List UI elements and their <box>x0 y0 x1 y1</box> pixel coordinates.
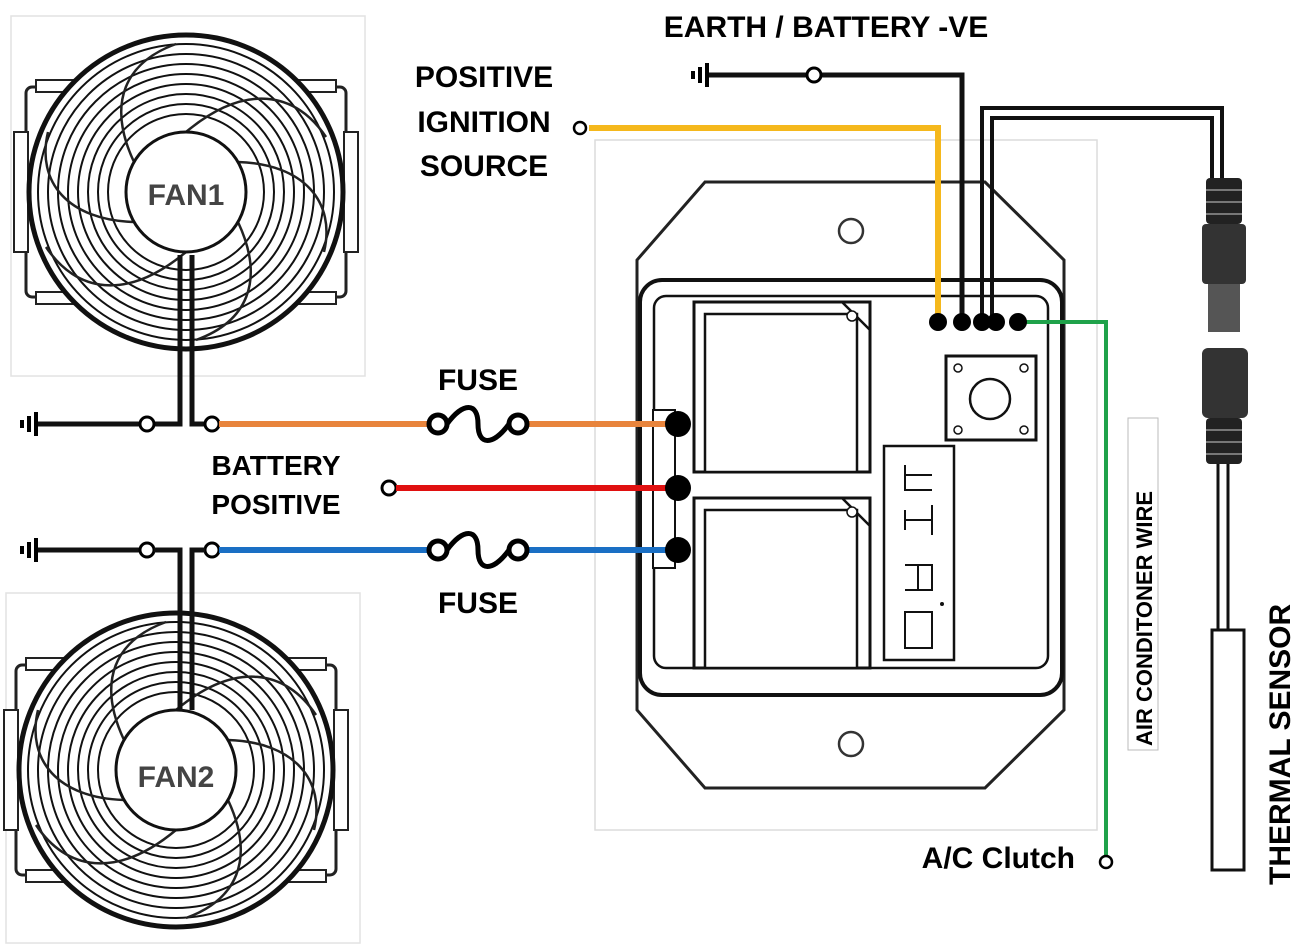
fuse-icon <box>429 534 527 567</box>
battery-label-2: POSITIVE <box>211 489 340 520</box>
ac-wire-label: AIR CONDITONER WIRE <box>1132 491 1157 746</box>
fuse-top-label: FUSE <box>438 364 518 397</box>
sensor-wire-a <box>980 106 1224 322</box>
battery-terminal <box>380 479 398 497</box>
mount-hole-top <box>837 217 865 245</box>
ground-symbol-icon <box>691 61 709 89</box>
fan1-label: FAN1 <box>148 179 225 212</box>
thermal-sensor-label: THERMAL SENSOR <box>1264 604 1293 885</box>
fuse-icon <box>429 408 527 441</box>
earth-label: EARTH / BATTERY -VE <box>664 11 988 44</box>
ground-symbol-icon <box>20 536 38 564</box>
relay-bottom <box>692 496 872 670</box>
relay-top <box>692 300 872 474</box>
mount-hole-bottom <box>837 730 865 758</box>
connector-plug-icon <box>1202 178 1248 464</box>
fan2-label: FAN2 <box>138 761 215 794</box>
ac-wire <box>1018 320 1108 858</box>
ac-clutch-terminal <box>1098 854 1114 870</box>
ac-clutch-label: A/C Clutch <box>922 842 1075 875</box>
ignition-label-1: POSITIVE <box>415 61 553 94</box>
fuse-bottom-label: FUSE <box>438 587 518 620</box>
push-button-icon <box>944 354 1038 442</box>
battery-label-1: BATTERY <box>211 450 340 481</box>
thermal-sensor-probe <box>1210 628 1246 872</box>
earth-wire <box>709 72 965 322</box>
seven-segment-display <box>882 444 956 662</box>
ignition-terminal <box>572 120 588 136</box>
ignition-label-3: SOURCE <box>420 150 548 183</box>
ignition-label-2: IGNITION <box>417 106 550 139</box>
ground-symbol-icon <box>20 410 38 438</box>
ignition-wire <box>589 125 941 322</box>
controller-terminals <box>929 313 1027 331</box>
earth-terminal <box>805 66 823 84</box>
sensor-wire-b <box>990 116 1214 322</box>
sensor-lead <box>1216 464 1230 630</box>
